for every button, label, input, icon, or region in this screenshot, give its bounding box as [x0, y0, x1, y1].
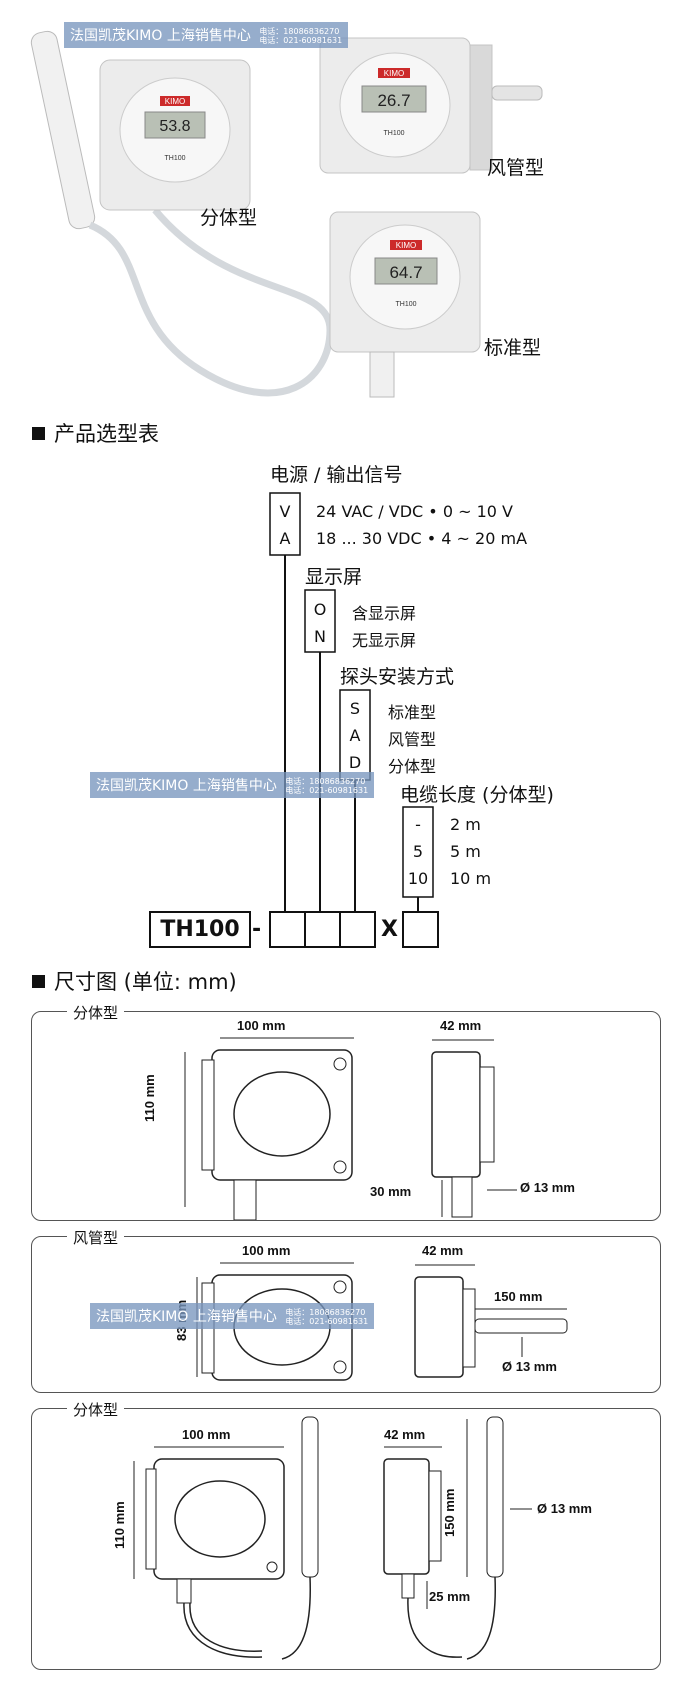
probe-desc-a: 风管型	[388, 730, 437, 749]
split-probe-stick	[30, 30, 96, 230]
cable-code-box	[402, 806, 434, 898]
duct-device-model: TH100	[383, 130, 404, 137]
dim-duct-diameter: Ø 13 mm	[502, 1359, 557, 1374]
dim-split-cable-probe-len: 150 mm	[442, 1488, 457, 1537]
dim-split-width: 100 mm	[237, 1018, 286, 1033]
probe-code-d: D	[348, 753, 362, 772]
power-desc-v: 24 VAC / VDC • 0 ~ 10 V	[316, 502, 513, 521]
product-photos: KIMO 53.8 TH100 KIMO 26.7 TH100 KIMO 64.…	[0, 0, 678, 400]
dim-split-depth: 42 mm	[440, 1018, 482, 1033]
watermark-text: 法国凯茂KIMO 上海销售中心	[96, 778, 277, 794]
watermark-line1: 电话：18086836270	[285, 777, 366, 786]
model-slot-display	[304, 911, 341, 948]
watermark-text: 法国凯茂KIMO 上海销售中心	[96, 1309, 277, 1325]
photo-label-standard: 标准型	[484, 337, 542, 359]
dim-split-diameter: Ø 13 mm	[520, 1180, 575, 1195]
probe-code-a: A	[349, 726, 361, 745]
selection-title: 产品选型表	[54, 422, 159, 446]
duct-device-reading: 26.7	[377, 91, 410, 110]
standard-device-reading: 64.7	[389, 263, 422, 282]
probe-desc-s: 标准型	[388, 703, 437, 722]
dim-split-height: 110 mm	[142, 1074, 157, 1122]
watermark-line2: 电话：021-60981631	[259, 36, 343, 45]
model-slot-probe	[339, 911, 376, 948]
dim-panel-duct-title: 风管型	[67, 1227, 125, 1248]
dim-panel-split-drawing	[184, 1037, 517, 1221]
model-dash: -	[252, 917, 262, 942]
photo-label-duct: 风管型	[487, 157, 545, 179]
duct-probe	[491, 85, 543, 101]
watermark-line1: 电话：18086836270	[285, 1308, 366, 1317]
model-prefix: TH100	[160, 917, 240, 942]
power-code-v: V	[279, 502, 291, 521]
power-title: 电源 / 输出信号	[270, 464, 403, 486]
duct-device-brand: KIMO	[384, 69, 404, 78]
dim-duct-probe-len: 150 mm	[494, 1289, 543, 1304]
display-code-n: N	[314, 627, 326, 646]
power-desc-a: 18 ... 30 VDC • 4 ~ 20 mA	[316, 529, 528, 548]
display-desc-o: 含显示屏	[352, 604, 417, 623]
watermark-line1: 电话：18086836270	[259, 27, 340, 36]
probe-desc-d: 分体型	[388, 757, 437, 776]
split-device-brand: KIMO	[165, 97, 185, 106]
dim-split-cable-height: 110 mm	[112, 1501, 127, 1549]
watermark-text: 法国凯茂KIMO 上海销售中心	[70, 28, 251, 44]
cable-code-10: 10	[407, 869, 429, 888]
dim-split-cable-diameter: Ø 13 mm	[537, 1501, 592, 1516]
split-device-model: TH100	[164, 155, 185, 162]
standard-device-model: TH100	[395, 301, 416, 308]
watermark-line2: 电话：021-60981631	[285, 786, 369, 795]
selection-diagram	[149, 492, 439, 948]
display-desc-n: 无显示屏	[352, 631, 417, 650]
dim-panel-split: 分体型 100 mm 110 mm 42 mm 30 mm Ø 13 mm	[31, 1002, 661, 1221]
dim-panel-split-cable-drawing	[133, 1416, 532, 1660]
cable-desc-10m: 10 m	[450, 869, 492, 888]
bullet-square	[32, 975, 45, 988]
watermark-line2: 电话：021-60981631	[285, 1317, 369, 1326]
cable-code-5: 5	[412, 842, 424, 861]
display-code-box	[304, 589, 336, 653]
display-code-o: O	[313, 600, 327, 619]
dim-split-cable-width: 100 mm	[182, 1427, 231, 1442]
display-title: 显示屏	[305, 566, 363, 588]
cable-code-dash: -	[415, 815, 421, 834]
product-photos-illustration: KIMO 53.8 TH100 KIMO 26.7 TH100 KIMO 64.…	[30, 30, 543, 398]
photo-label-split: 分体型	[200, 207, 258, 229]
bullet-square	[32, 427, 45, 440]
probe-title: 探头安装方式	[340, 666, 455, 688]
standard-probe	[369, 351, 395, 398]
model-x: X	[381, 917, 398, 942]
split-cable	[88, 207, 334, 397]
cable-desc-5m: 5 m	[450, 842, 481, 861]
cable-title: 电缆长度 (分体型)	[400, 784, 554, 806]
dim-duct-width: 100 mm	[242, 1243, 291, 1258]
model-slot-cable	[402, 911, 439, 948]
model-prefix-box	[149, 911, 251, 948]
split-device-reading: 53.8	[159, 118, 190, 135]
power-code-a: A	[279, 529, 291, 548]
dim-panel-split-cable: 分体型 100 mm 110 mm 42 mm 150 mm Ø 13 mm 2…	[31, 1399, 661, 1670]
probe-code-s: S	[349, 699, 361, 718]
dim-duct-depth: 42 mm	[422, 1243, 464, 1258]
model-slot-power	[269, 911, 306, 948]
dim-panel-split-title: 分体型	[67, 1002, 125, 1023]
standard-device-brand: KIMO	[396, 241, 416, 250]
dim-split-cable-depth: 42 mm	[384, 1427, 426, 1442]
dim-split-probe-len: 30 mm	[370, 1184, 412, 1199]
power-code-box	[269, 492, 301, 556]
cable-desc-2m: 2 m	[450, 815, 481, 834]
dimensions-title: 尺寸图 (单位: mm)	[54, 970, 237, 994]
dim-panel-split-cable-title: 分体型	[67, 1399, 125, 1420]
dim-split-cable-gap: 25 mm	[429, 1589, 471, 1604]
